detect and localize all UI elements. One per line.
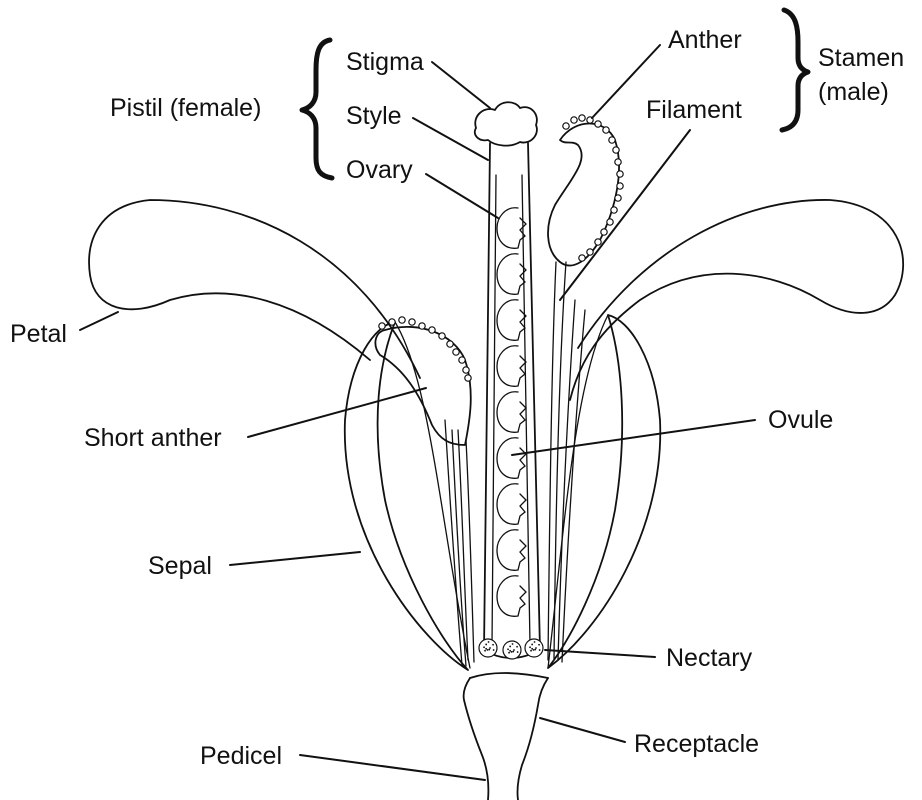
ovules <box>497 208 526 617</box>
label-sepal: Sepal <box>148 552 212 580</box>
label-pistil: Pistil (female) <box>110 94 261 122</box>
label-ovule: Ovule <box>768 406 833 434</box>
pedicel-stem <box>464 678 548 800</box>
label-nectary: Nectary <box>666 644 753 672</box>
ovule <box>497 346 526 387</box>
ovule <box>497 300 526 341</box>
label-petal: Petal <box>10 320 67 348</box>
pedicel-leader <box>300 755 485 780</box>
anther-shape <box>548 124 619 266</box>
stamen-brace <box>782 10 808 130</box>
ovule <box>497 254 526 295</box>
label-pedicel: Pedicel <box>200 742 282 770</box>
pistil-brace <box>302 40 332 178</box>
nectaries <box>479 639 543 659</box>
stigma-shape <box>475 102 537 145</box>
label-filament: Filament <box>646 96 742 124</box>
sepal-leader <box>230 552 360 565</box>
label-receptacle: Receptacle <box>634 730 759 758</box>
ovule <box>497 530 526 571</box>
label-stamen-line1: Stamen <box>818 44 904 72</box>
label-stigma: Stigma <box>346 48 424 76</box>
label-ovary: Ovary <box>346 156 413 184</box>
left-petal <box>89 200 420 378</box>
ovule-leader <box>512 420 755 455</box>
label-style: Style <box>346 102 402 130</box>
ovule <box>497 208 526 249</box>
short-anther-leader <box>248 388 426 437</box>
ovary-leader <box>426 174 498 218</box>
receptacle-leader <box>540 718 625 742</box>
receptacle-top <box>470 673 548 678</box>
ovule <box>497 576 526 617</box>
filament-line <box>548 262 566 660</box>
ovule <box>497 438 526 479</box>
ovule <box>497 484 526 525</box>
petal-leader <box>80 312 118 330</box>
stigma-leader <box>432 62 490 108</box>
style-leader <box>413 118 488 160</box>
short-anther-shape <box>375 327 470 445</box>
filament-leader <box>560 130 690 300</box>
label-stamen-line2: (male) <box>818 78 889 106</box>
ovule <box>497 392 526 433</box>
label-short-anther: Short anther <box>84 424 222 452</box>
label-anther: Anther <box>668 26 742 54</box>
